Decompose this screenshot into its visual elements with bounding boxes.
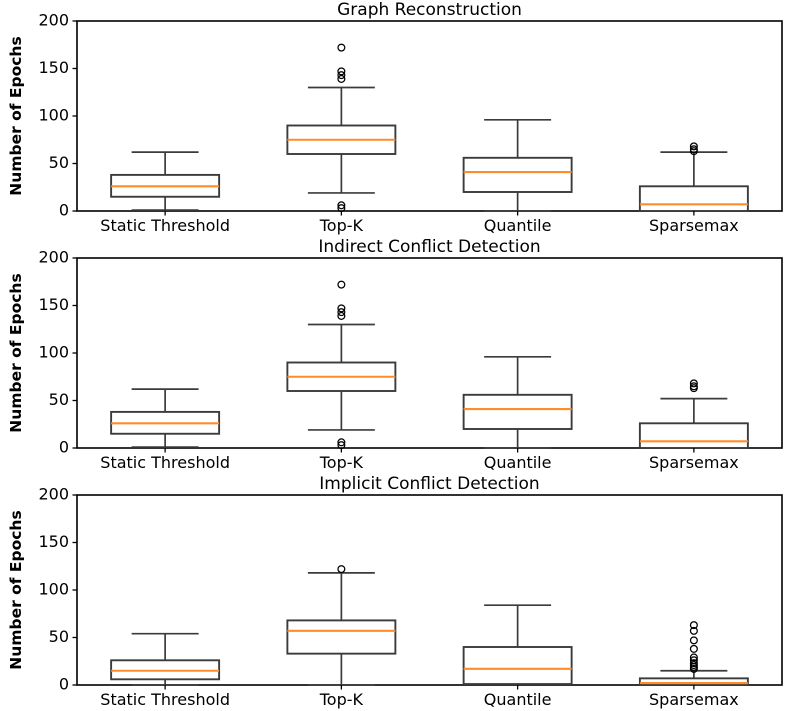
outlier-point	[689, 636, 698, 645]
x-tick-label: Quantile	[484, 216, 552, 235]
y-tick-label: 0	[59, 438, 69, 457]
y-tick-label: 100	[38, 343, 69, 362]
outlier-point	[689, 379, 698, 388]
y-tick-label: 0	[59, 675, 69, 694]
panel-title: Implicit Conflict Detection	[319, 474, 539, 494]
outlier-point	[337, 71, 346, 80]
outlier-point	[689, 384, 698, 393]
boxplot-group	[110, 151, 221, 211]
outlier-point	[337, 43, 346, 52]
box-iqr	[286, 619, 397, 655]
boxplot-group	[286, 280, 397, 450]
boxplot-group	[462, 355, 573, 449]
outlier-point	[337, 304, 346, 313]
y-tick-label: 100	[38, 580, 69, 599]
y-tick-label: 50	[49, 153, 69, 172]
y-tick-label: 150	[38, 532, 69, 551]
outlier-point	[689, 626, 698, 635]
x-tick-label: Static Threshold	[100, 216, 230, 235]
outlier-point	[689, 142, 698, 151]
x-tick-label: Sparsemax	[649, 690, 739, 709]
outlier-point	[689, 621, 698, 630]
outlier-point	[337, 74, 346, 83]
y-tick-label: 150	[38, 58, 69, 77]
y-tick-label: 200	[38, 248, 69, 267]
boxplot-group	[638, 379, 749, 449]
y-tick-label: 0	[59, 201, 69, 220]
y-tick-label: 200	[38, 11, 69, 30]
boxplot-group	[638, 142, 749, 212]
outlier-point	[337, 311, 346, 320]
y-tick-label: 100	[38, 106, 69, 125]
boxplot-group	[286, 565, 397, 686]
y-axis-label: Number of Epochs	[7, 510, 25, 669]
panel-title: Indirect Conflict Detection	[318, 237, 540, 257]
outlier-point	[337, 67, 346, 76]
outlier-point	[337, 201, 346, 210]
outlier-point	[337, 438, 346, 447]
panel-title: Graph Reconstruction	[337, 0, 522, 20]
x-tick-label: Top-K	[319, 453, 364, 472]
boxplot-group	[462, 118, 573, 212]
x-tick-label: Quantile	[484, 453, 552, 472]
boxplot-group	[638, 621, 749, 686]
y-tick-label: 200	[38, 485, 69, 504]
outlier-point	[689, 664, 698, 673]
outlier-point	[337, 280, 346, 289]
boxplot-group	[110, 388, 221, 448]
box-iqr	[638, 185, 749, 212]
boxplot-group	[462, 604, 573, 685]
y-tick-label: 50	[49, 627, 69, 646]
box-iqr	[462, 646, 573, 685]
x-tick-label: Sparsemax	[649, 216, 739, 235]
y-axis-label: Number of Epochs	[7, 273, 25, 432]
x-tick-label: Quantile	[484, 690, 552, 709]
outlier-point	[337, 308, 346, 317]
axes-frame	[76, 494, 783, 686]
outlier-point	[337, 565, 346, 574]
x-tick-label: Top-K	[319, 690, 364, 709]
y-tick-label: 150	[38, 295, 69, 314]
box-iqr	[462, 156, 573, 193]
x-tick-label: Sparsemax	[649, 453, 739, 472]
outlier-point	[689, 653, 698, 662]
y-tick-label: 50	[49, 390, 69, 409]
y-axis-label: Number of Epochs	[7, 36, 25, 195]
boxplot-group	[286, 43, 397, 213]
outlier-point	[689, 147, 698, 156]
outlier-point	[689, 644, 698, 653]
x-tick-label: Static Threshold	[100, 453, 230, 472]
x-tick-label: Top-K	[319, 216, 364, 235]
box-iqr	[462, 393, 573, 430]
box-iqr	[638, 422, 749, 449]
boxplot-group	[110, 632, 221, 686]
x-tick-label: Static Threshold	[100, 690, 230, 709]
